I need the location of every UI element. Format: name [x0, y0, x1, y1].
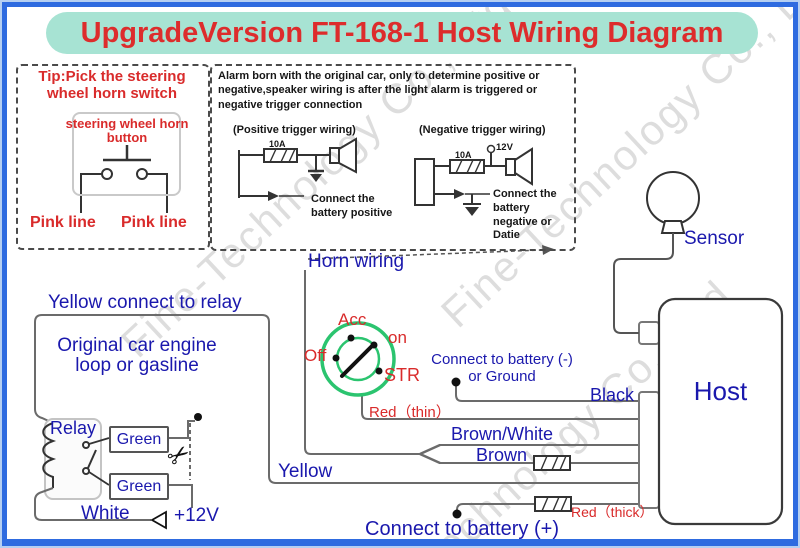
host-label: Host	[693, 376, 748, 406]
tip-box	[16, 64, 210, 250]
red-thin-wire	[361, 394, 639, 420]
engine-loop-label: Original car engine loop or gasline	[42, 336, 232, 376]
host-box	[657, 297, 784, 526]
plus12v-arrow-icon	[150, 510, 167, 530]
terminal-dot	[451, 377, 461, 387]
white-wire	[34, 487, 151, 521]
battery-neg-label: Connect to battery (-) or Ground	[426, 351, 578, 385]
sensor-connector	[638, 321, 660, 345]
positive-caption: (Positive trigger wiring)	[233, 124, 356, 136]
horn-wire	[304, 270, 420, 455]
engine-loop-line2: loop or gasline	[75, 354, 199, 376]
negative-note: Connect the battery negative or Datie	[493, 188, 557, 242]
terminal-dot	[452, 509, 462, 519]
sensor-icon	[613, 171, 700, 334]
arrowhead-icon	[268, 191, 279, 201]
terminal-dot	[194, 413, 202, 421]
negative-caption: (Negative trigger wiring)	[419, 124, 546, 136]
battery-neg-line2: or Ground	[468, 367, 536, 385]
black-wire	[455, 386, 639, 402]
battery-neg-line1: Connect to battery (-)	[431, 351, 573, 368]
fuse-negative-label: 10A	[455, 150, 472, 160]
sensor-label: Sensor	[684, 228, 745, 249]
ignition-switch-icon	[320, 321, 396, 397]
pink-line-right-label: Pink line	[121, 214, 187, 231]
relay-coil	[42, 422, 57, 488]
relay-box	[44, 418, 102, 500]
ignition-acc-label: Acc	[338, 310, 367, 329]
negative-trigger-diagram	[414, 144, 533, 216]
power-dot-icon	[486, 144, 496, 154]
ignition-str-label: STR	[384, 365, 420, 385]
horn-button-label: steering wheel horn button	[65, 116, 189, 146]
horn-button-symbol-icon	[80, 145, 168, 213]
page-title: UpgradeVersion FT-168-1 Host Wiring Diag…	[46, 12, 758, 54]
green-wire-tag-bottom: Green	[109, 473, 169, 500]
ground-icon	[463, 194, 481, 205]
sensor-wire	[613, 233, 674, 334]
yellow-label: Yellow	[278, 461, 333, 482]
plus-12v-label: +12V	[174, 505, 219, 526]
battery-pos-label: Connect to battery (+)	[365, 518, 559, 540]
main-wires	[34, 270, 639, 512]
brown-label: Brown	[476, 445, 528, 465]
wire-bundle-connector	[638, 391, 660, 509]
red-thick-wire	[456, 503, 639, 511]
horn-button-box: steering wheel horn button	[66, 112, 188, 196]
positive-note: Connect the battery positive	[311, 193, 393, 219]
arrowhead-icon	[454, 189, 465, 199]
red-thin-label: Red（thin）	[369, 404, 451, 421]
relay-symbol-icon	[42, 422, 110, 488]
relay-lever	[87, 449, 97, 469]
tip-heading: Tip:Pick the steering wheel horn switch	[38, 68, 186, 103]
relay-output-wires	[34, 420, 195, 521]
positive-trigger-diagram	[238, 137, 357, 201]
green-wire-tag-top: Green	[109, 426, 169, 453]
yellow-wire-loop	[34, 314, 639, 484]
trigger-box	[210, 64, 576, 251]
engine-loop-line1: Original car engine	[57, 335, 217, 356]
red-thick-label: Red（thick）	[571, 504, 654, 520]
pink-line-left-label: Pink line	[30, 214, 96, 231]
white-wire-label: White	[81, 503, 130, 524]
horn-wiring-label: Horn wiring	[308, 251, 405, 272]
brown-white-label: Brown/White	[451, 424, 554, 444]
wire-split	[419, 443, 441, 465]
black-wire-label: Black	[590, 385, 635, 405]
trigger-note: Alarm born with the original car, only t…	[218, 70, 540, 111]
ignition-on-label: on	[388, 328, 407, 347]
relay-label: Relay	[50, 418, 97, 438]
fuse-positive-label: 10A	[269, 139, 286, 149]
supply-12v-label: 12V	[496, 142, 513, 153]
key-needle	[340, 342, 376, 378]
ignition-off-label: Off	[304, 346, 327, 365]
yellow-connect-label: Yellow connect to relay	[48, 292, 242, 313]
